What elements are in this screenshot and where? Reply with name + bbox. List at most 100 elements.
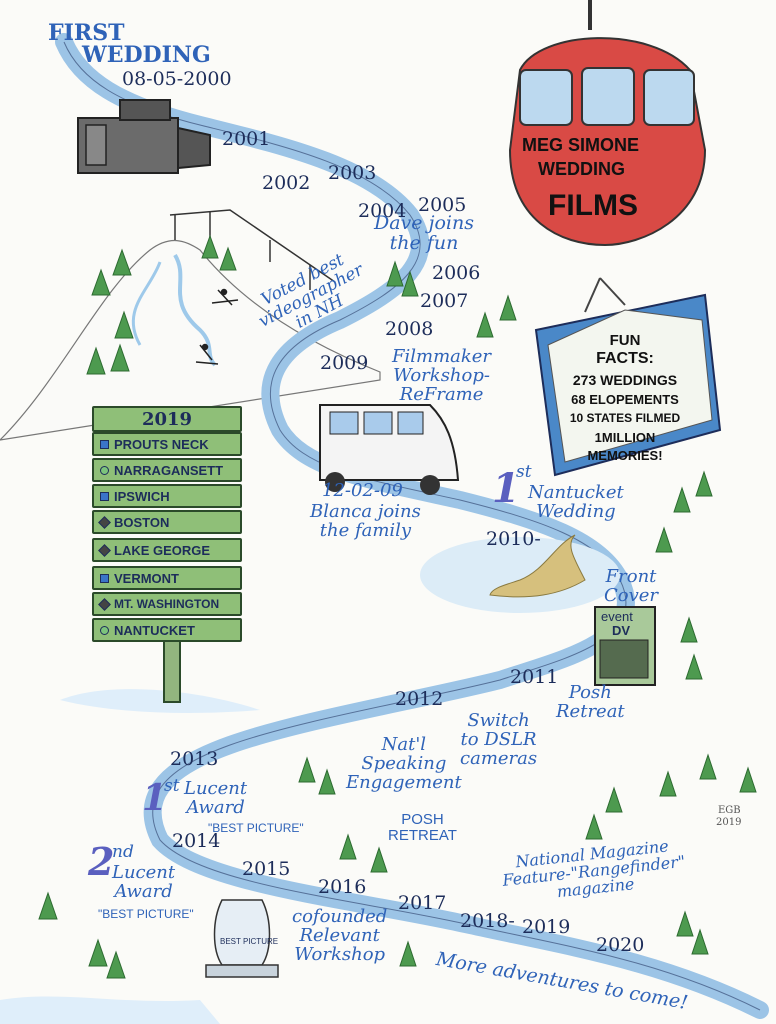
tree-icon <box>399 940 417 967</box>
signpost-lake-george: LAKE GEORGE <box>92 538 242 562</box>
year-2006: 2006 <box>432 262 481 284</box>
year-2019: 2019 <box>522 916 571 938</box>
tree-icon <box>91 268 111 296</box>
tree-icon <box>318 768 336 795</box>
event-lucent1-number: 1 <box>142 777 168 819</box>
event-switch-dslr: Switch to DSLR cameras <box>460 710 538 769</box>
tree-group <box>38 234 757 979</box>
year-2020: 2020 <box>596 934 645 956</box>
fun-fact-weddings: 273 WEDDINGS <box>572 372 678 388</box>
diamond-marker-icon <box>98 515 111 529</box>
tree-icon <box>114 310 134 339</box>
nantucket-island-icon <box>489 534 586 598</box>
tree-icon <box>38 891 58 920</box>
tree-icon <box>680 616 698 643</box>
tree-icon <box>699 753 717 780</box>
signpost-header: 2019 <box>92 406 242 432</box>
skier-icon <box>211 288 239 306</box>
fun-fact-million: 1MILLION <box>594 430 656 445</box>
year-2005: 2005 <box>418 194 467 216</box>
magazine-cover-icon <box>594 606 656 686</box>
trophy-best-picture: BEST PICTURE <box>220 937 279 946</box>
tree-icon <box>685 653 703 680</box>
square-marker-icon <box>100 491 109 501</box>
tree-icon <box>695 470 713 497</box>
magazine-cover-event: event <box>601 609 633 624</box>
tree-icon <box>86 346 106 375</box>
year-2002: 2002 <box>262 172 311 194</box>
tree-icon <box>88 938 108 967</box>
event-posh-retreat-2011: Posh Retreat <box>556 682 625 722</box>
year-2018: 2018- <box>460 910 515 932</box>
fun-facts-board <box>534 277 722 477</box>
signpost-mt-washington: MT. WASHINGTON <box>92 592 242 616</box>
year-2003: 2003 <box>328 162 377 184</box>
event-nantucket-wedding: Nantucket Wedding <box>528 482 624 522</box>
tree-icon <box>386 260 404 287</box>
signpost-label: NANTUCKET <box>114 622 195 638</box>
signpost-label: IPSWICH <box>114 488 170 504</box>
ski-trail <box>173 253 217 367</box>
circle-marker-icon <box>100 625 109 635</box>
tree-icon <box>739 766 757 793</box>
trophy-icon <box>205 899 279 978</box>
year-2014: 2014 <box>172 830 221 852</box>
event-lucent1-sup: st <box>164 776 180 796</box>
tree-icon <box>298 756 316 783</box>
signpost-nantucket: NANTUCKET <box>92 618 242 642</box>
tree-icon <box>339 833 357 860</box>
event-lucent1-award: Lucent Award <box>184 778 248 818</box>
event-natl-speaking: Nat'l Speaking Engagement <box>346 734 462 793</box>
fun-fact-memories: MEMORIES! <box>587 448 663 463</box>
logo-line3: FILMS <box>548 189 638 222</box>
event-lucent2-award: Lucent Award <box>112 862 176 902</box>
year-2008: 2008 <box>385 318 434 340</box>
signpost-label: NARRAGANSETT <box>114 462 224 478</box>
gondola-icon <box>508 0 707 247</box>
year-2010: 2010- <box>486 528 541 550</box>
diamond-marker-icon <box>98 543 111 557</box>
year-2007: 2007 <box>420 290 469 312</box>
event-blanca-date: 12-02-09 <box>322 480 403 501</box>
tree-icon <box>499 294 517 321</box>
tree-icon <box>691 928 709 955</box>
skier-icon <box>195 343 219 365</box>
tree-icon <box>201 234 219 259</box>
fun-facts-title2: FACTS: <box>596 350 654 367</box>
magazine-cover-dv: DV <box>612 623 631 638</box>
first-wedding-date: 08-05-2000 <box>122 68 232 90</box>
tree-icon <box>110 343 130 372</box>
van-icon <box>319 404 460 495</box>
event-lucent2-sup: nd <box>112 842 134 862</box>
event-dave-joins: Dave joins the fun <box>374 212 474 254</box>
circle-marker-icon <box>100 465 109 475</box>
first-label: FIRST <box>48 20 125 46</box>
signpost-pole <box>163 639 181 703</box>
event-front-cover: Front Cover <box>604 566 659 606</box>
event-filmmaker-workshop: Filmmaker Workshop- ReFrame <box>392 346 492 405</box>
signpost-label: VERMONT <box>114 570 179 586</box>
year-2017: 2017 <box>398 892 447 914</box>
snow-patch <box>0 996 220 1024</box>
tree-icon <box>676 910 694 937</box>
year-2011: 2011 <box>510 666 559 688</box>
signpost-boston: BOSTON <box>92 510 242 534</box>
artist-signature: EGB <box>718 805 741 816</box>
chairlift-icon <box>169 209 336 290</box>
signpost-label: BOSTON <box>114 514 170 530</box>
artist-signature-year: 2019 <box>716 817 742 828</box>
tree-icon <box>655 526 673 553</box>
year-2013: 2013 <box>170 748 219 770</box>
signpost-prouts-neck: PROUTS NECK <box>92 432 242 456</box>
event-posh-retreat: POSH RETREAT <box>388 811 457 844</box>
logo-line1: MEG SIMONE <box>522 135 640 155</box>
signpost-label: MT. WASHINGTON <box>114 597 220 611</box>
year-2004: 2004 <box>358 200 407 222</box>
event-blanca-joins: Blanca joins the family <box>310 501 421 541</box>
tree-icon <box>370 846 388 873</box>
tree-icon <box>219 246 237 271</box>
year-2016: 2016 <box>318 876 367 898</box>
signpost-label: PROUTS NECK <box>114 436 209 452</box>
tree-icon <box>106 950 126 979</box>
